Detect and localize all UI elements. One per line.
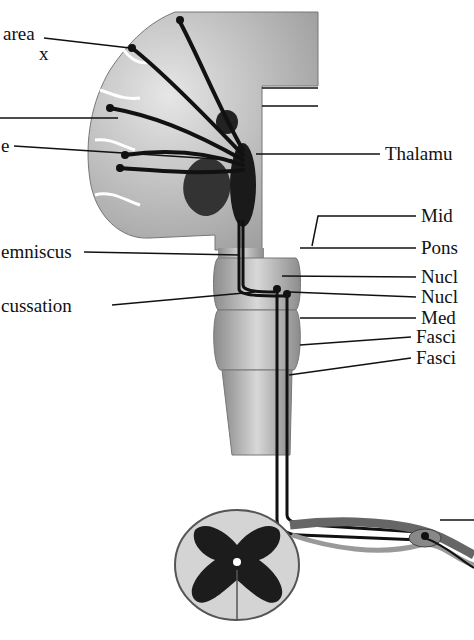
structure-label: Med — [420, 308, 457, 327]
structure-label: Nucl — [420, 267, 459, 286]
structure-label: Pons — [420, 238, 459, 257]
structure-label: cussation — [0, 296, 73, 315]
structure-label: Fasci — [415, 327, 457, 346]
structure-label: x — [38, 44, 50, 63]
structure-label: Thalamu — [384, 144, 454, 163]
structure-label: emniscus — [0, 242, 73, 261]
structure-label: Nucl — [420, 287, 459, 306]
structure-label: e — [0, 136, 10, 155]
structure-label: Fasci — [415, 348, 457, 367]
structure-label: area — [2, 24, 36, 43]
structure-label: Mid — [420, 206, 454, 225]
